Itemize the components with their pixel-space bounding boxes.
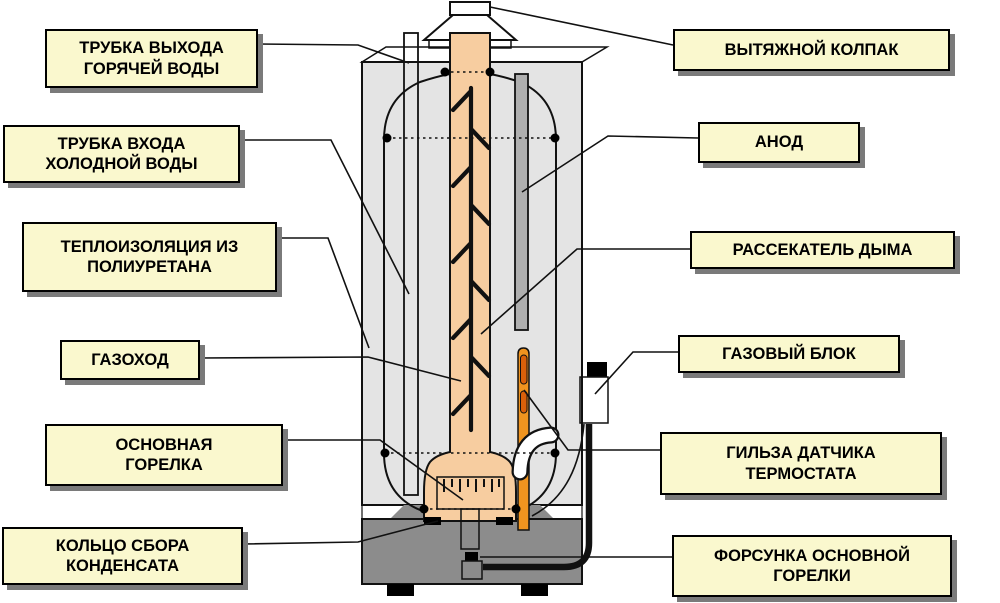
label-gas-unit: ГАЗОВЫЙ БЛОК (678, 335, 900, 373)
label-polyurethane-insulation: ТЕПЛОИЗОЛЯЦИЯ ИЗ ПОЛИУРЕТАНА (22, 222, 277, 292)
anode-rod (514, 73, 529, 331)
label-main-burner-nozzle: ФОРСУНКА ОСНОВНОЙ ГОРЕЛКИ (672, 535, 952, 597)
callout-smoke-diffuser (480, 248, 690, 335)
burner-nozzle-part (461, 552, 483, 580)
gas-pipe (483, 424, 593, 571)
label-flue-duct: ГАЗОХОД (60, 340, 200, 380)
callout-condensate-ring (242, 520, 439, 545)
callout-exhaust-hood (489, 6, 674, 46)
label-exhaust-hood: ВЫТЯЖНОЙ КОЛПАК (673, 29, 950, 71)
callout-main-burner (283, 439, 464, 501)
weld-seam-dots (380, 67, 560, 514)
callout-thermostat-sleeve (523, 389, 660, 451)
label-hot-water-outlet-tube: ТРУБКА ВЫХОДА ГОРЯЧЕЙ ВОДЫ (45, 29, 258, 88)
elbow-tube (511, 426, 560, 481)
label-anode: АНОД (698, 122, 860, 163)
callout-lines (199, 6, 699, 558)
thermostat-capillary (531, 423, 585, 517)
callout-flue-duct (199, 356, 462, 382)
main-burner-part (424, 476, 513, 550)
callout-hot-water-outlet (257, 43, 410, 64)
callout-gas-unit (594, 351, 678, 395)
label-cold-water-inlet-tube: ТРУБКА ВХОДА ХОЛОДНОЙ ВОДЫ (3, 125, 240, 183)
callout-cold-water-inlet (240, 139, 410, 295)
label-smoke-diffuser: РАССЕКАТЕЛЬ ДЫМА (690, 231, 955, 269)
gas-unit-part (579, 362, 609, 424)
callout-anode (521, 135, 699, 193)
label-condensate-collection-ring: КОЛЬЦО СБОРА КОНДЕНСАТА (2, 527, 243, 585)
smoke-diffuser-baffle (450, 85, 492, 433)
water-tube (403, 32, 419, 496)
callout-insulation (277, 237, 370, 349)
weld-seam-lines (385, 71, 555, 510)
label-thermostat-sensor-sleeve: ГИЛЬЗА ДАТЧИКА ТЕРМОСТАТА (660, 432, 942, 495)
label-main-burner: ОСНОВНАЯ ГОРЕЛКА (45, 424, 283, 486)
